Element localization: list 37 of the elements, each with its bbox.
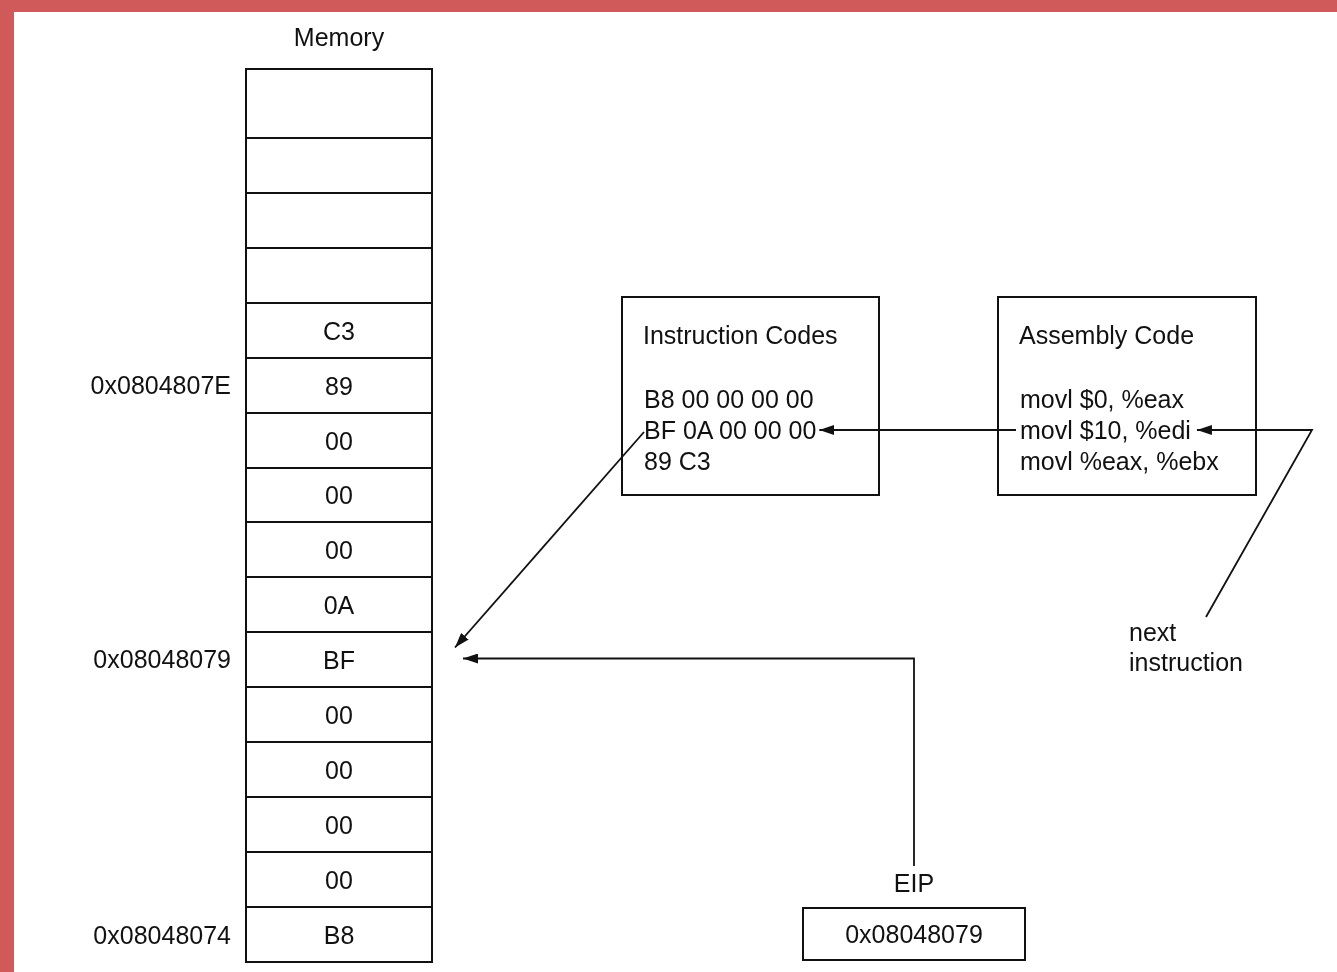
memory-cell: 00	[245, 741, 433, 796]
code-line: B8 00 00 00 00	[644, 384, 814, 414]
memory-cell: 00	[245, 851, 433, 906]
memory-cell: 00	[245, 467, 433, 521]
arrow	[1196, 425, 1314, 618]
memory-cell: 89	[245, 357, 433, 412]
code-line: movl $10, %edi	[1020, 415, 1191, 445]
code-panel	[997, 296, 1257, 496]
address-label: 0x0804807E	[90, 369, 231, 400]
memory-cell	[245, 68, 433, 137]
code-panel	[621, 296, 880, 496]
memory-cell	[245, 137, 433, 192]
code-line: movl %eax, %ebx	[1020, 446, 1219, 476]
address-label: 0x08048079	[93, 643, 231, 674]
address-label: 0x08048074	[93, 919, 231, 950]
memory-cell: 00	[245, 412, 433, 467]
memory-cell: 0A	[245, 576, 433, 631]
panel-heading: Instruction Codes	[643, 320, 838, 350]
note-text: next instruction	[1129, 617, 1269, 681]
memory-cell: B8	[245, 906, 433, 963]
arrow	[454, 431, 645, 649]
register-name: EIP	[892, 868, 936, 898]
code-line: movl $0, %eax	[1020, 384, 1184, 414]
panel-heading: Assembly Code	[1019, 320, 1195, 350]
memory-cell	[245, 247, 433, 302]
memory-cell: BF	[245, 631, 433, 686]
arrow	[818, 425, 1017, 435]
memory-cell: C3	[245, 302, 433, 357]
memory-cell: 00	[245, 796, 433, 851]
column-heading: Memory	[292, 22, 386, 52]
code-line: 89 C3	[644, 446, 711, 476]
register-value: 0x08048079	[802, 907, 1026, 961]
memory-cell: 00	[245, 521, 433, 576]
memory-cell: 00	[245, 686, 433, 741]
memory-cell	[245, 192, 433, 247]
arrow	[462, 653, 915, 867]
code-line: BF 0A 00 00 00	[644, 415, 817, 445]
